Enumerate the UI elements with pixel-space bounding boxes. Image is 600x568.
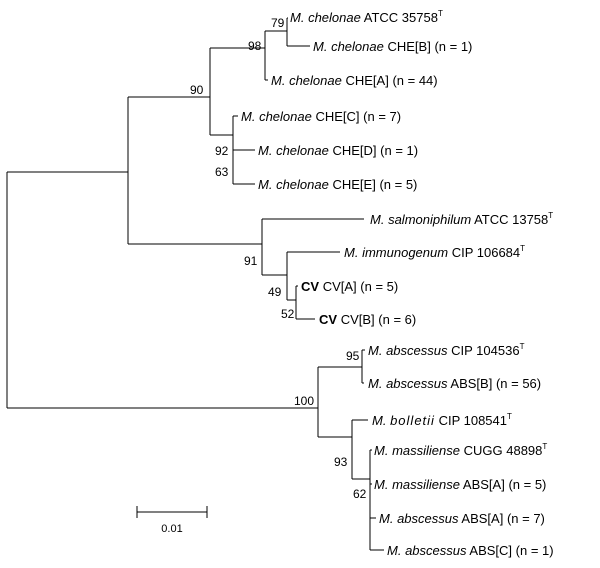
bootstrap-value: 63 (215, 165, 229, 179)
bootstrap-value: 95 (346, 349, 360, 363)
bootstrap-value: 98 (248, 39, 262, 53)
taxon-label: M. abscessus ABS[A] (n = 7) (379, 511, 545, 526)
bootstrap-value: 52 (281, 307, 295, 321)
taxon-label: M. immunogenum CIP 106684T (344, 244, 525, 260)
taxon-label: M. chelonae CHE[B] (n = 1) (313, 39, 472, 54)
bootstrap-values: 79 98 90 92 63 91 49 52 95 100 93 62 (190, 16, 367, 501)
bootstrap-value: 62 (353, 487, 367, 501)
scale-bar-label: 0.01 (161, 523, 182, 535)
taxon-label: M. abscessus ABS[C] (n = 1) (387, 543, 554, 558)
tree-branches (6, 17, 384, 551)
taxon-label: M. chelonae CHE[A] (n = 44) (271, 73, 438, 88)
bootstrap-value: 91 (244, 254, 258, 268)
taxon-label: M. massiliense ABS[A] (n = 5) (374, 477, 546, 492)
taxon-label: M. chelonae CHE[D] (n = 1) (258, 143, 418, 158)
bootstrap-value: 100 (294, 394, 314, 408)
taxon-label: CV CV[A] (n = 5) (301, 279, 398, 294)
bootstrap-value: 93 (334, 455, 348, 469)
taxon-label: M. chelonae ATCC 35758T (290, 9, 443, 25)
taxon-label: M. abscessus ABS[B] (n = 56) (368, 376, 541, 391)
taxon-label: M. chelonae CHE[E] (n = 5) (258, 177, 417, 192)
scale-bar: 0.01 (136, 506, 208, 535)
taxon-label: CV CV[B] (n = 6) (319, 312, 416, 327)
taxon-label: M. bolletii CIP 108541T (372, 412, 512, 428)
taxon-labels: M. chelonae ATCC 35758T M. chelonae CHE[… (241, 9, 554, 558)
taxon-label: M. abscessus CIP 104536T (368, 342, 525, 358)
taxon-label: M. massiliense CUGG 48898T (374, 442, 547, 458)
bootstrap-value: 92 (215, 144, 229, 158)
bootstrap-value: 90 (190, 83, 204, 97)
bootstrap-value: 49 (268, 285, 282, 299)
bootstrap-value: 79 (271, 16, 285, 30)
taxon-label: M. chelonae CHE[C] (n = 7) (241, 109, 401, 124)
taxon-label: M. salmoniphilum ATCC 13758T (370, 211, 553, 227)
